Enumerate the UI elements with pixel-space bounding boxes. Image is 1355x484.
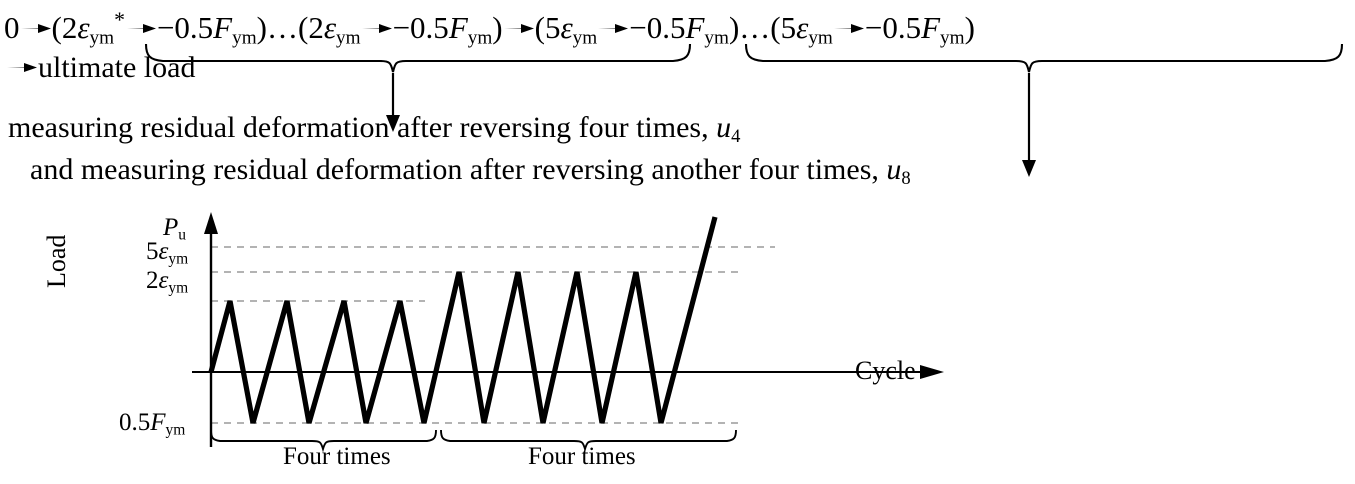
y-tick-label-pu: Pu: [163, 215, 186, 247]
chart-y-axis: [204, 212, 218, 447]
group-3-amp-coeff: 5: [544, 10, 561, 46]
group-4-reverse-sub: ym: [940, 27, 965, 49]
group-3-close: ): [728, 10, 740, 46]
annotation-u4-sub: 4: [731, 126, 741, 148]
annotation-u8-var: u: [886, 153, 902, 186]
group-2-amp-sub: ym: [336, 27, 361, 49]
y-tick-5eym-sub: ym: [168, 250, 189, 268]
annotation-u8: and measuring residual deformation after…: [30, 150, 911, 199]
y-tick-2eym-symbol: ε: [158, 267, 169, 294]
group-2-amp-coeff: 2: [308, 10, 324, 46]
chart-load-waveform: [208, 216, 718, 424]
group-1-amp-symbol: ε: [77, 10, 90, 46]
annotation-u4: measuring residual deformation after rev…: [8, 108, 740, 157]
right-arrow-icon: [503, 21, 534, 36]
group-1-amp-sup: *: [114, 8, 125, 32]
chart-gridlines: [211, 246, 775, 424]
group-2-reverse-sub: ym: [467, 27, 493, 49]
right-arrow-icon: [833, 21, 864, 36]
group-1-open: (: [51, 10, 62, 46]
chart-brace-four-times-2: [440, 429, 737, 453]
bracket-label-four-times-1: Four times: [283, 443, 391, 470]
group-1-reverse-symbol: F: [213, 10, 233, 46]
group-3-reverse-sub: ym: [704, 27, 729, 49]
group-1-amp-coeff: 2: [61, 10, 78, 46]
annotation-u4-text: measuring residual deformation after rev…: [8, 111, 717, 144]
annotation-u8-sub: 8: [901, 168, 911, 190]
right-arrow-icon: [598, 21, 629, 36]
group-3-amp-symbol: ε: [560, 10, 573, 46]
formula-start: 0: [4, 10, 20, 46]
y-tick-pu-sub: u: [178, 226, 187, 244]
group-1-close: ): [256, 10, 267, 46]
ellipsis-1: …: [266, 10, 298, 46]
group-2-reverse: −0.5: [392, 10, 449, 46]
group-2-reverse-symbol: F: [448, 10, 468, 46]
group-1-reverse: −0.5: [156, 10, 214, 46]
group-3-reverse: −0.5: [629, 10, 686, 46]
group-1-reverse-sub: ym: [232, 27, 257, 49]
group-4-amp-symbol: ε: [796, 10, 809, 46]
annotation-u4-var: u: [716, 111, 732, 144]
group-1-amp-sub: ym: [89, 27, 115, 49]
y-tick-2eym-sub: ym: [168, 279, 189, 297]
ellipsis-2: …: [739, 10, 771, 46]
y-tick-05fym-symbol: F: [150, 409, 166, 436]
group-4-amp-coeff: 5: [780, 10, 797, 46]
ultimate-load-line: ultimate load: [6, 47, 195, 89]
y-tick-5eym-coeff: 5: [146, 238, 159, 265]
y-axis-arrowhead: [204, 212, 218, 234]
group-3-open: (: [534, 10, 545, 46]
brace-second-block: [744, 43, 1344, 73]
right-arrow-icon: [20, 21, 51, 36]
y-tick-label-2eym: 2εym: [146, 268, 188, 300]
bracket-label-four-times-2: Four times: [528, 443, 636, 470]
y-tick-label-05fym: 0.5Fym: [119, 410, 185, 442]
y-axis-title: Load: [42, 234, 71, 288]
y-tick-2eym-coeff: 2: [146, 267, 159, 294]
right-arrow-icon: [361, 21, 392, 36]
right-arrow-icon: [125, 21, 156, 36]
y-tick-5eym-symbol: ε: [158, 238, 169, 265]
brace-first-block-arrow: [386, 73, 400, 132]
y-tick-pu-symbol: P: [163, 214, 179, 241]
loading-protocol-formula: 0(2εym*−0.5Fym)…(2εym−0.5Fym)(5εym−0.5Fy…: [4, 0, 1355, 49]
group-4-reverse-symbol: F: [921, 10, 941, 46]
group-2-amp-symbol: ε: [323, 10, 337, 46]
right-arrow-icon: [7, 60, 37, 75]
annotation-u8-text: and measuring residual deformation after…: [30, 153, 887, 186]
group-4-amp-sub: ym: [808, 27, 833, 49]
chart-x-axis: [192, 365, 944, 379]
group-4-reverse: −0.5: [864, 10, 922, 46]
group-2-open: (: [297, 10, 309, 46]
group-2-close: ): [492, 10, 503, 46]
y-tick-05fym-coeff: 0.5: [119, 409, 151, 436]
ultimate-load-label: ultimate load: [38, 51, 196, 84]
x-axis-arrowhead: [920, 365, 944, 379]
chart-brace-four-times-1: [210, 429, 437, 453]
y-tick-05fym-sub: ym: [165, 421, 186, 439]
y-tick-label-5eym: 5εym: [146, 239, 188, 271]
group-4-close: ): [964, 10, 975, 46]
brace-second-block-arrow: [1022, 73, 1036, 177]
x-axis-title: Cycle: [855, 356, 916, 385]
group-4-open: (: [770, 10, 781, 46]
group-3-amp-sub: ym: [572, 27, 598, 49]
brace-first-block: [144, 43, 692, 73]
group-3-reverse-symbol: F: [685, 10, 705, 46]
